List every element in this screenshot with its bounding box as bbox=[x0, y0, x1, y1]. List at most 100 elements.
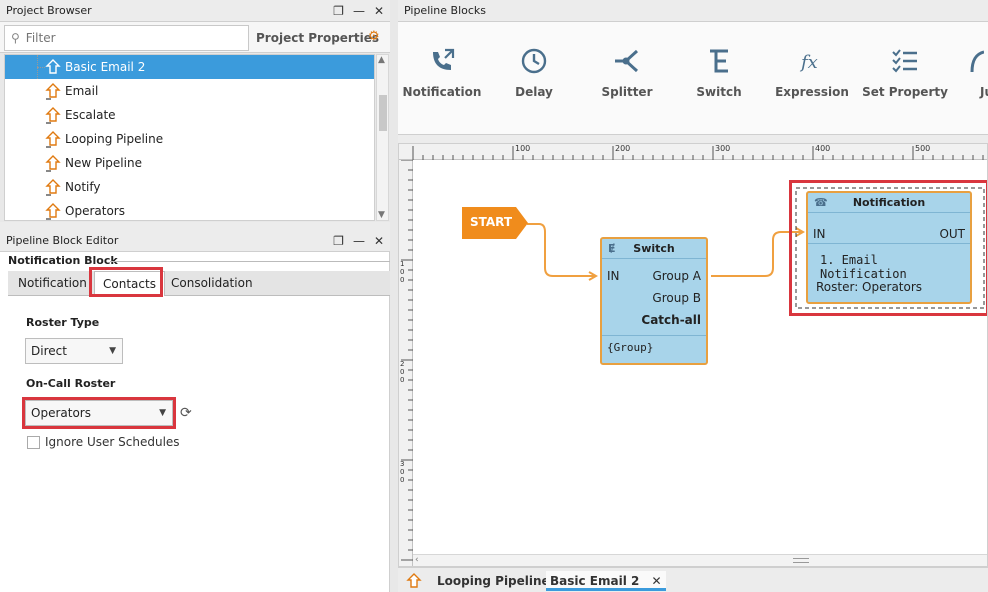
project-properties-link[interactable]: Project Properties bbox=[256, 31, 379, 45]
start-shape bbox=[462, 207, 528, 239]
filter-field[interactable]: ⚲ bbox=[4, 25, 249, 51]
ruler-label: 400 bbox=[815, 144, 831, 153]
on-call-roster-dropdown[interactable]: Operators ▼ bbox=[25, 400, 173, 426]
arrow-icon bbox=[795, 227, 806, 237]
tree-item[interactable]: Operators bbox=[5, 199, 374, 220]
scroll-left-icon[interactable]: ‹ bbox=[415, 555, 419, 565]
close-icon[interactable]: ✕ bbox=[651, 574, 662, 588]
tree-connector bbox=[37, 67, 45, 68]
filter-input[interactable] bbox=[25, 31, 226, 45]
block-jump[interactable]: Ju bbox=[950, 44, 988, 99]
pipeline-tabs: Looping Pipeline Basic Email 2 ✕ bbox=[398, 567, 988, 592]
ruler-label: 100 bbox=[515, 144, 531, 153]
block-notification[interactable]: Notification bbox=[397, 44, 487, 99]
ruler-ticks bbox=[412, 146, 984, 160]
pipeline-icon bbox=[45, 107, 61, 124]
tree-item[interactable]: Email bbox=[5, 79, 374, 103]
block-label: Expression bbox=[775, 85, 849, 99]
connector-switch-notification bbox=[711, 231, 803, 277]
pipeline-blocks-title: Pipeline Blocks bbox=[404, 4, 487, 17]
ruler-label: 300 bbox=[715, 144, 731, 153]
start-label: START bbox=[470, 215, 513, 229]
block-expression[interactable]: fx Expression bbox=[767, 44, 857, 99]
tree-item[interactable]: Basic Email 2 bbox=[5, 55, 374, 79]
svg-text:fx: fx bbox=[799, 52, 818, 73]
fx-icon: fx bbox=[799, 52, 818, 73]
minimize-icon[interactable]: — bbox=[352, 4, 365, 18]
switch-in-port[interactable]: IN bbox=[607, 269, 620, 283]
project-properties-icon[interactable]: ⚙ bbox=[368, 29, 380, 44]
panel-splitter[interactable] bbox=[398, 135, 988, 143]
refresh-icon[interactable]: ⟳ bbox=[180, 405, 192, 421]
pipeline-canvas[interactable]: 100 200 300 400 500 100 200 300 START Ɇ … bbox=[398, 143, 988, 567]
panel-splitter[interactable] bbox=[0, 222, 390, 230]
on-call-roster-value: Operators bbox=[31, 406, 91, 420]
roster-type-dropdown[interactable]: Direct ▼ bbox=[25, 338, 123, 364]
chevron-down-icon: ▼ bbox=[159, 408, 166, 418]
tab-label: Basic Email 2 bbox=[550, 574, 640, 588]
project-browser-title: Project Browser bbox=[6, 4, 92, 17]
tree-item-label: Notify bbox=[65, 180, 101, 194]
switch-expression: {Group} bbox=[607, 341, 654, 354]
block-splitter[interactable]: Splitter bbox=[582, 44, 672, 99]
switch-output-group-a[interactable]: Group A bbox=[652, 269, 701, 283]
restore-icon[interactable]: ❐ bbox=[333, 4, 344, 18]
connections-layer bbox=[527, 187, 985, 309]
tree-item[interactable]: Notify bbox=[5, 175, 374, 199]
notification-block[interactable]: ☎ Notification IN OUT 1. Email Notificat… bbox=[806, 191, 972, 304]
ruler-label: 300 bbox=[400, 460, 405, 484]
pipeline-blocks-palette: Notification Delay Splitter Switch fx Ex… bbox=[398, 22, 988, 135]
scroll-thumb[interactable] bbox=[793, 558, 809, 563]
close-icon[interactable]: ✕ bbox=[373, 234, 384, 248]
project-browser-title-bar: Project Browser ❐ — ✕ bbox=[0, 0, 390, 22]
block-switch[interactable]: Switch bbox=[674, 44, 764, 99]
tree-item-label: Operators bbox=[65, 204, 125, 218]
block-label: Set Property bbox=[862, 85, 948, 99]
block-editor-body: Notification Block Notification Contacts… bbox=[0, 252, 390, 592]
ruler-horizontal: 100 200 300 400 500 bbox=[399, 144, 987, 160]
tree-scrollbar[interactable]: ▲ ▼ bbox=[376, 54, 389, 221]
scroll-down-icon[interactable]: ▼ bbox=[378, 210, 385, 220]
tab-notification[interactable]: Notification bbox=[18, 276, 87, 290]
ignore-schedules-checkbox[interactable] bbox=[27, 435, 40, 449]
clock-icon bbox=[521, 48, 547, 74]
block-divider bbox=[602, 335, 706, 336]
block-set-property[interactable]: Set Property bbox=[860, 44, 950, 99]
minimize-icon[interactable]: — bbox=[352, 234, 365, 248]
switch-block[interactable]: Ɇ Switch IN Group A Group B Catch-all {G… bbox=[600, 237, 708, 365]
notification-block-title: Notification bbox=[852, 196, 926, 209]
ruler-label: 500 bbox=[915, 144, 931, 153]
tree-item[interactable]: Escalate bbox=[5, 103, 374, 127]
canvas-scrollbar[interactable]: ‹ bbox=[413, 554, 987, 566]
ruler-ticks bbox=[401, 159, 413, 561]
connector-start-switch bbox=[527, 223, 595, 277]
pipeline-icon bbox=[45, 131, 61, 148]
block-editor-title-bar: Pipeline Block Editor ❐ — ✕ bbox=[0, 230, 390, 252]
block-delay[interactable]: Delay bbox=[489, 44, 579, 99]
checklist-icon bbox=[892, 49, 917, 73]
tab-basic-email-2[interactable]: Basic Email 2 ✕ bbox=[546, 571, 666, 591]
switch-output-group-b[interactable]: Group B bbox=[652, 291, 701, 305]
project-tree: Basic Email 2 Email Escalate Looping Pip… bbox=[4, 54, 375, 221]
tree-item-label: New Pipeline bbox=[65, 156, 142, 170]
close-icon[interactable]: ✕ bbox=[373, 4, 384, 18]
start-block[interactable]: START bbox=[462, 207, 528, 239]
restore-icon[interactable]: ❐ bbox=[333, 234, 344, 248]
switch-output-catch-all[interactable]: Catch-all bbox=[641, 313, 701, 327]
switch-block-header: Ɇ Switch bbox=[602, 239, 706, 259]
tree-item[interactable]: New Pipeline bbox=[5, 151, 374, 175]
ignore-schedules-row[interactable]: Ignore User Schedules bbox=[27, 435, 180, 449]
tab-consolidation[interactable]: Consolidation bbox=[171, 276, 253, 290]
tab-looping-pipeline[interactable]: Looping Pipeline bbox=[437, 574, 550, 588]
search-icon: ⚲ bbox=[11, 31, 20, 45]
notification-out-port[interactable]: OUT bbox=[939, 227, 965, 241]
ruler-label: 200 bbox=[400, 360, 405, 384]
tree-item[interactable]: Looping Pipeline bbox=[5, 127, 374, 151]
pipeline-icon bbox=[45, 203, 61, 220]
notification-roster: Roster: Operators bbox=[816, 280, 923, 294]
scroll-up-icon[interactable]: ▲ bbox=[378, 55, 385, 65]
scroll-thumb[interactable] bbox=[379, 95, 387, 131]
switch-icon bbox=[710, 49, 728, 73]
tab-contacts[interactable]: Contacts bbox=[94, 271, 165, 296]
notification-in-port[interactable]: IN bbox=[813, 227, 826, 241]
